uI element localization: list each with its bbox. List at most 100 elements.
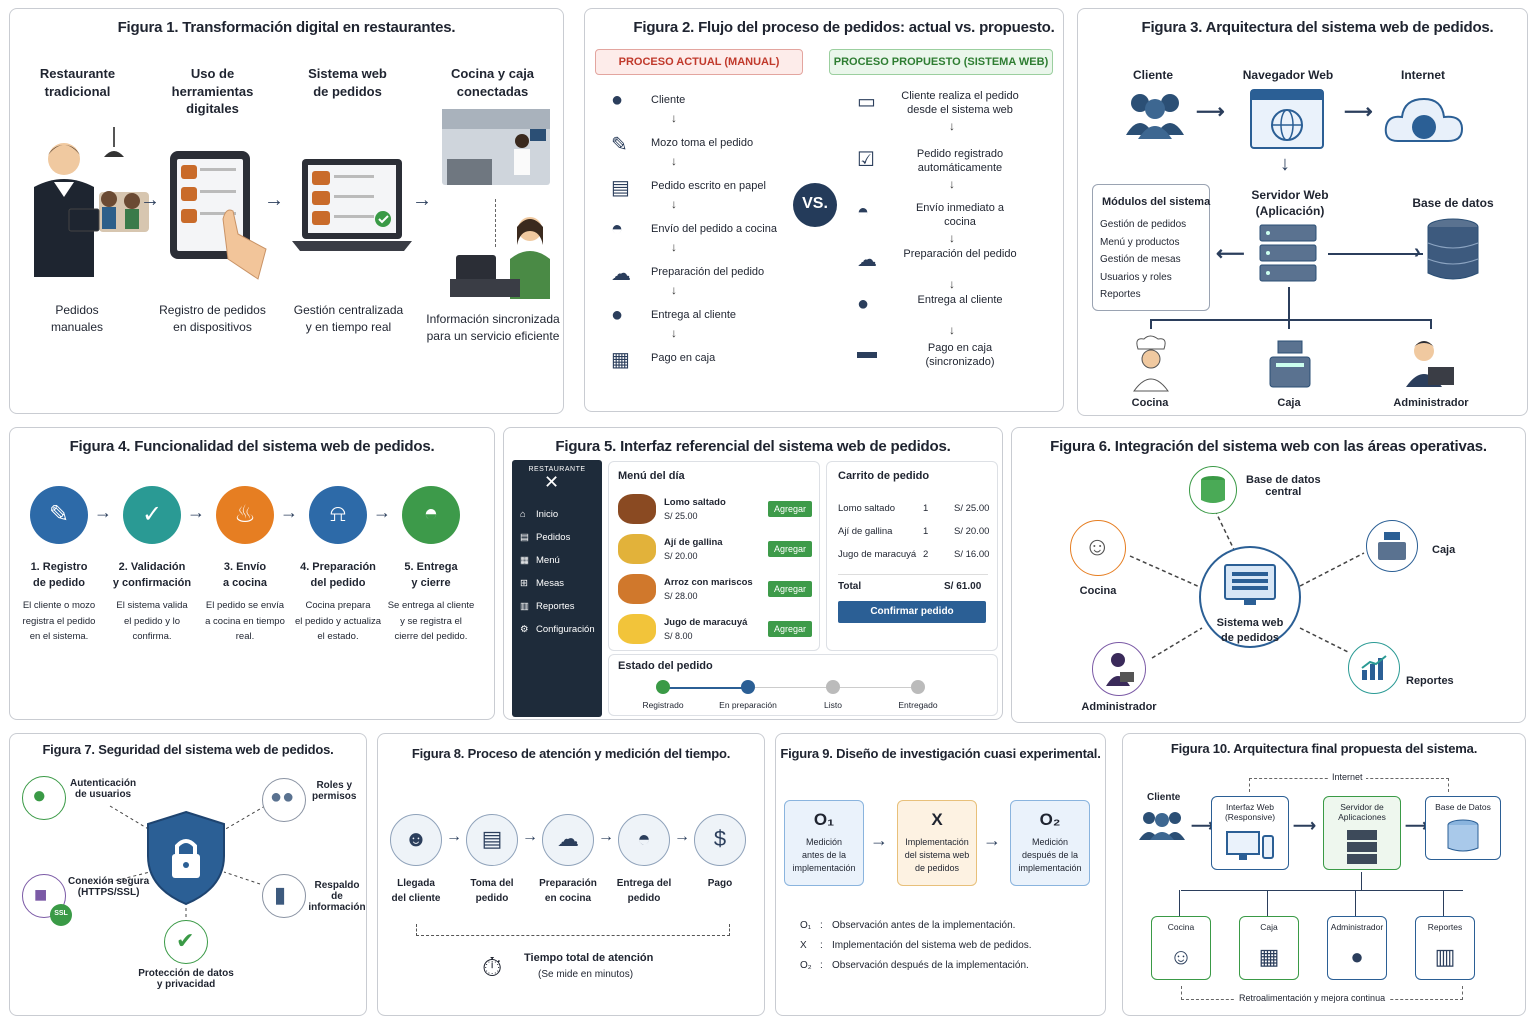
status-dot-2 — [741, 680, 755, 694]
fig3-arrow-3: › — [1414, 241, 1421, 263]
add-dish-button-2[interactable]: Agregar — [768, 541, 813, 557]
step-icon-4: ⍾ — [330, 500, 346, 527]
proposed-step-arrow-2: ↓ — [949, 177, 955, 191]
proposed-step-icon-2: ☑ — [857, 149, 875, 171]
fig3-arrow-left: ⟵ — [1216, 243, 1245, 265]
figure-2-title: Figura 2. Flujo del proceso de pedidos: … — [633, 19, 1055, 36]
vs-label: VS. — [802, 195, 828, 212]
figure-6-title: Figura 6. Integración del sistema web co… — [1050, 438, 1487, 455]
figure-4-panel: Figura 4. Funcionalidad del sistema web … — [9, 427, 495, 720]
fig1-step-4-desc: Información sincronizada para un servici… — [426, 312, 560, 343]
fig10-db-icon — [1447, 819, 1479, 852]
figure-3-title: Figura 3. Arquitectura del sistema web d… — [1141, 19, 1494, 36]
add-dish-button-3[interactable]: Agregar — [768, 581, 813, 597]
step-circle-4 — [309, 486, 367, 544]
fig3-kitchen-label: Cocina — [1131, 397, 1169, 409]
modules-title: Módulos del sistema — [1102, 196, 1211, 208]
proposed-step-icon-4: ☁ — [857, 249, 877, 271]
order-status-title: Estado del pedido — [618, 660, 713, 672]
dish-price-4: S/ 8.00 — [664, 631, 693, 641]
sidebar-item-5[interactable]: Reportes — [536, 601, 575, 612]
design-box-text-2: Implementación del sistema web de pedido… — [904, 837, 970, 874]
dish-name-2: Ají de gallina — [664, 537, 723, 548]
fig3-cashier-label: Caja — [1277, 397, 1301, 409]
proposed-process-header: PROCESO PROPUESTO (SISTEMA WEB) — [829, 49, 1053, 75]
server-icon — [1259, 224, 1317, 282]
step-icon-1: ✎ — [48, 501, 70, 528]
service-step-arrow-4: → — [674, 828, 690, 845]
padlock-icon: ■ — [34, 882, 48, 907]
fig1-step-1-title: Restaurante tradicional — [39, 66, 116, 99]
step-circle-2 — [123, 486, 181, 544]
fig3-db-label: Base de datos — [1412, 196, 1494, 210]
step-circle-5 — [402, 486, 460, 544]
service-step-icon-3: ☁ — [557, 826, 579, 851]
module-item-1: Gestión de pedidos — [1100, 219, 1187, 230]
step-icon-3: ♨ — [234, 501, 256, 528]
cashier-illustration — [450, 217, 550, 299]
cart-item-qty-2: 1 — [923, 526, 929, 537]
admin-laptop-icon — [1406, 341, 1454, 387]
service-step-circle-1 — [390, 814, 442, 866]
kitchen-node — [1070, 520, 1126, 576]
step-desc-1: El cliente o mozo registra el pedido en … — [22, 600, 96, 643]
privacy-shield-icon: ✔ — [176, 928, 195, 953]
roles-label: Roles y permisos — [312, 780, 357, 802]
sidebar-item-4[interactable]: Mesas — [536, 578, 564, 589]
figure-4-title: Figura 4. Funcionalidad del sistema web … — [69, 438, 435, 455]
legend-colon-1: : — [820, 920, 823, 931]
fig10-bus — [1181, 890, 1463, 891]
status-track-progress — [664, 687, 750, 689]
step-circle-1 — [30, 486, 88, 544]
current-step-6: Entrega al cliente — [651, 309, 736, 321]
fig3-arrow-2: ⟶ — [1344, 101, 1373, 123]
fork-knife-icon: ✕ — [544, 472, 560, 492]
current-step-icon-2: ✎ — [611, 134, 628, 156]
step-desc-3: El pedido se envía a cocina en tiempo re… — [205, 600, 285, 643]
current-step-arrow-3: ↓ — [671, 197, 677, 211]
step-desc-2: El sistema valida el pedido y lo confirm… — [116, 600, 188, 643]
figure-1-panel: Figura 1. Transformación digital en rest… — [9, 8, 564, 414]
design-box-text-3: Medición después de la implementación — [1018, 837, 1082, 874]
step-title-4: 4. Preparación del pedido — [300, 561, 376, 589]
legend-text-3: Observación después de la implementación… — [832, 960, 1029, 971]
sidebar-item-2[interactable]: Pedidos — [536, 532, 571, 543]
add-dish-button-1[interactable]: Agregar — [768, 501, 813, 517]
operational-branch-4 — [1443, 890, 1444, 916]
current-step-5: Preparación del pedido — [651, 266, 765, 278]
operational-label-4: Reportes — [1427, 922, 1463, 932]
operational-label-2: Caja — [1260, 922, 1278, 932]
proposed-step-arrow-1: ↓ — [949, 119, 955, 133]
sidebar-item-6[interactable]: Configuración — [536, 624, 595, 635]
current-step-arrow-2: ↓ — [671, 154, 677, 168]
figure-9-title: Figura 9. Diseño de investigación cuasi … — [780, 746, 1101, 761]
step-desc-4: Cocina prepara el pedido y actualiza el … — [294, 600, 382, 643]
design-box-symbol-1: O₁ — [813, 810, 835, 829]
confirm-order-button[interactable]: Confirmar pedido — [838, 601, 986, 623]
legend-symbol-3: O₂ — [800, 960, 812, 971]
service-step-label-4: Entrega del pedido — [616, 878, 672, 904]
figure-10-panel: Figura 10. Arquitectura final propuesta … — [1122, 733, 1526, 1016]
service-step-icon-5: $ — [713, 826, 727, 851]
user-icon: ● — [32, 782, 47, 809]
sidebar-item-1[interactable]: Inicio — [536, 509, 559, 520]
sidebar-item-3[interactable]: Menú — [536, 555, 560, 566]
fig1-step-3-desc: Gestión centralizada y en tiempo real — [293, 303, 404, 334]
cart-item-name-3: Jugo de maracuyá — [838, 549, 917, 560]
dish-name-4: Jugo de maracuyá — [664, 617, 748, 628]
operational-icon-4: ▥ — [1434, 944, 1456, 969]
proposed-step-icon-1: ▭ — [857, 91, 876, 113]
add-dish-button-4[interactable]: Agregar — [768, 621, 813, 637]
current-step-2: Mozo toma el pedido — [651, 137, 754, 149]
service-step-circle-2 — [466, 814, 518, 866]
db-node-label: Base de datos central — [1246, 474, 1321, 498]
figure-9-panel: Figura 9. Diseño de investigación cuasi … — [775, 733, 1106, 1016]
cart-item-qty-1: 1 — [923, 503, 929, 514]
proposed-step-6: Pago en caja (sincronizado) — [925, 342, 995, 369]
figure-3-panel: Figura 3. Arquitectura del sistema web d… — [1077, 8, 1528, 416]
step-icon-5: ◓ — [423, 500, 439, 527]
fig10-db-label: Base de Datos — [1435, 802, 1491, 812]
proposed-step-arrow-3: ↓ — [949, 231, 955, 245]
ssl-label: Conexión segura (HTTPS/SSL) — [68, 876, 150, 898]
fig3-client-label: Cliente — [1132, 68, 1173, 82]
